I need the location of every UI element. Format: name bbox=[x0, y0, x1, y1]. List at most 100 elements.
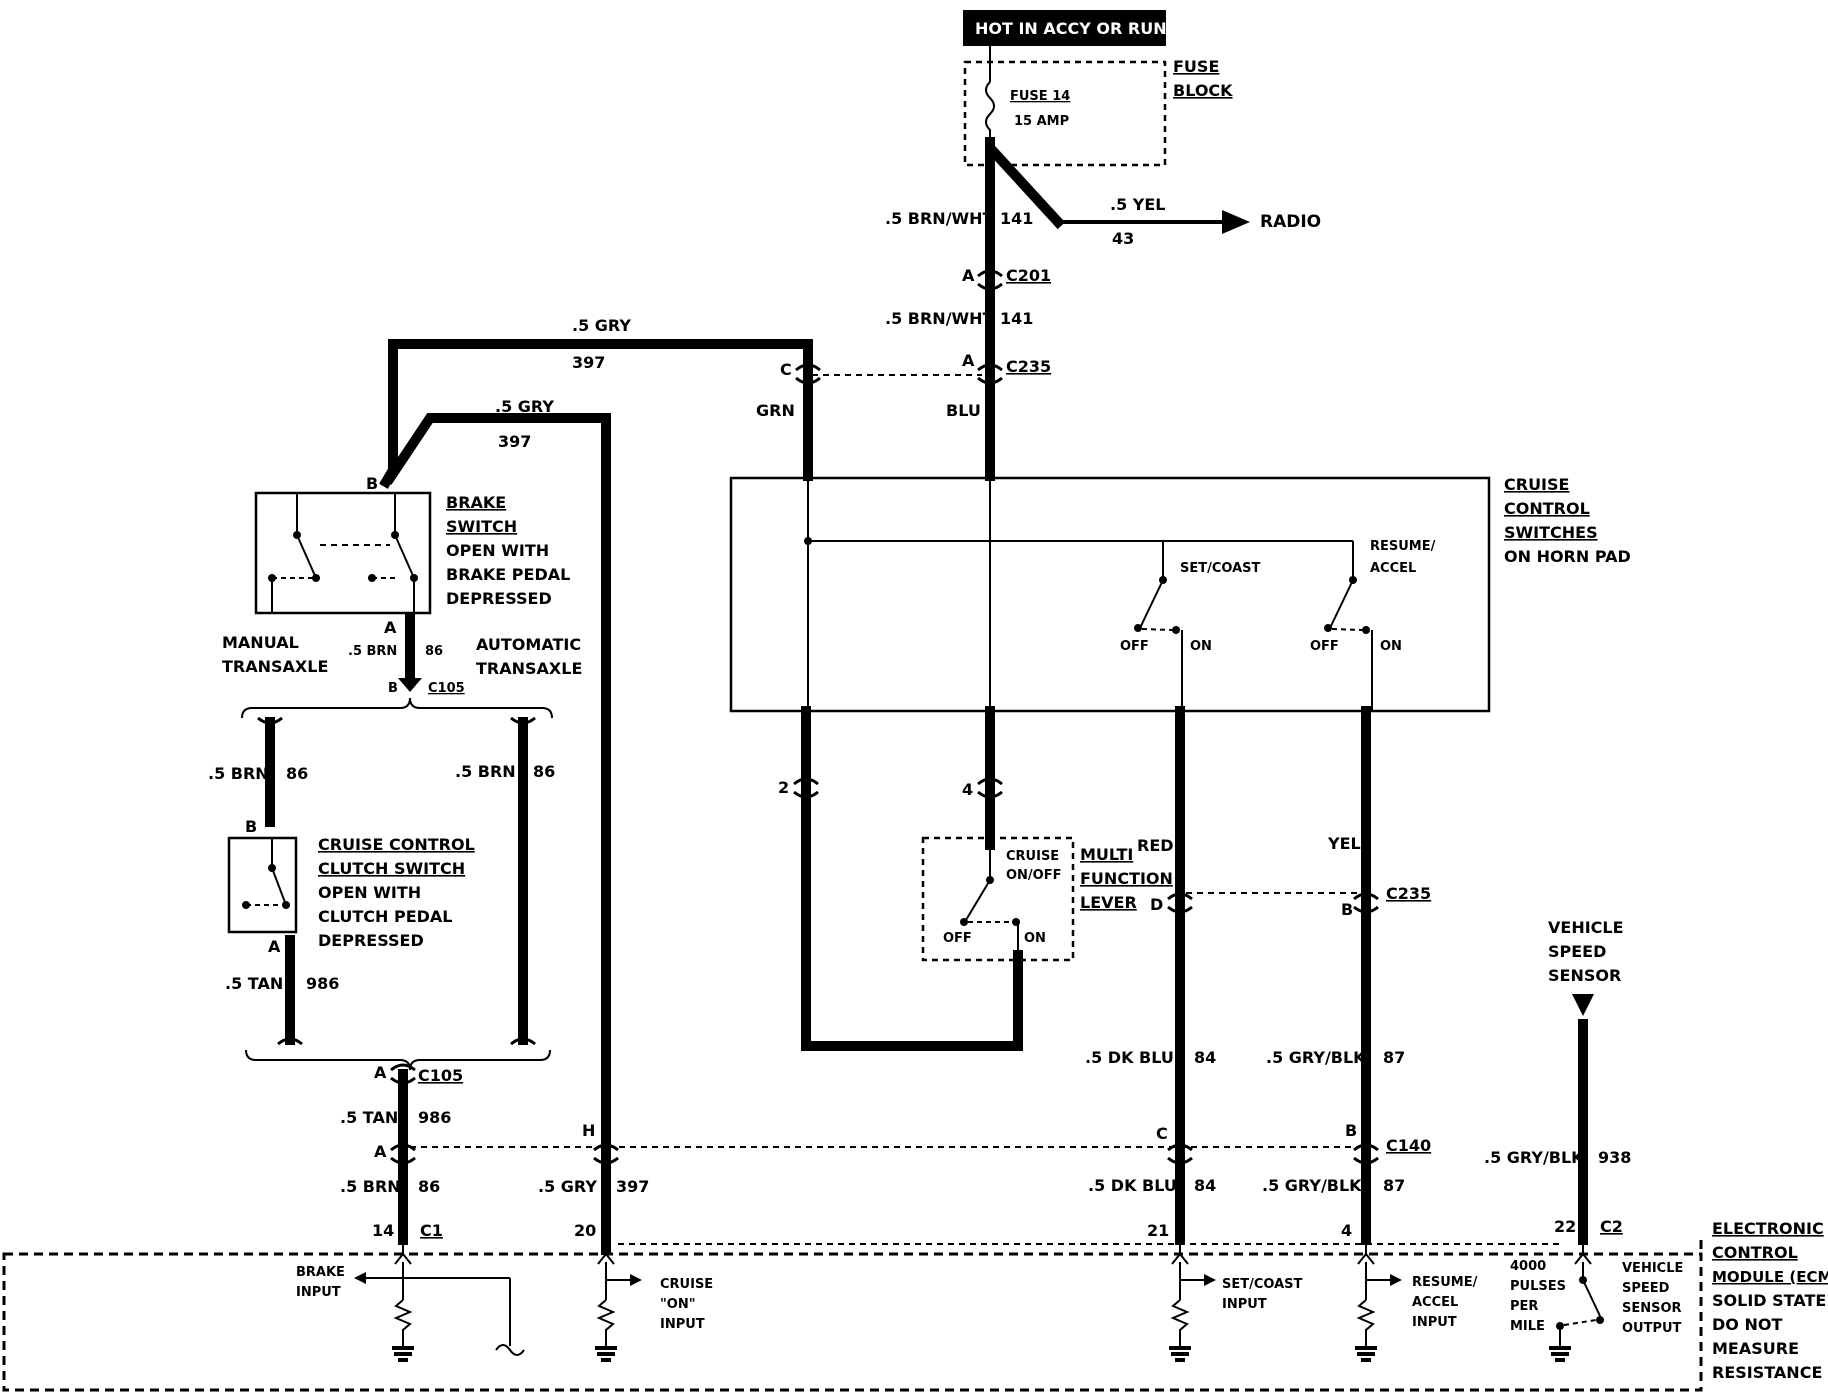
resume-input-1: RESUME/ bbox=[1412, 1275, 1478, 1290]
vss-wire-circuit: 938 bbox=[1598, 1148, 1631, 1167]
fuse-name: FUSE 14 bbox=[1010, 89, 1070, 104]
c1-pin-a: A bbox=[374, 1142, 387, 1161]
cruise-sw-title-1: CRUISE bbox=[1504, 475, 1569, 494]
ecm-title-3: MODULE (ECM) bbox=[1712, 1268, 1828, 1286]
radio-wire-color: .5 YEL bbox=[1110, 195, 1166, 214]
pulses-3: PER bbox=[1510, 1299, 1538, 1314]
lower-bracket bbox=[245, 1049, 551, 1071]
c105-label-top: C105 bbox=[428, 681, 465, 696]
c105-pin-b: B bbox=[388, 681, 398, 696]
pulses-4: MILE bbox=[1510, 1319, 1545, 1334]
clutch-right-circuit: 86 bbox=[533, 762, 555, 781]
vss-output-3: SENSOR bbox=[1622, 1301, 1682, 1316]
cruise-switches-box bbox=[729, 476, 1491, 713]
cruise-input-3: INPUT bbox=[660, 1317, 705, 1332]
ecm-internal-circuits bbox=[354, 1240, 1604, 1362]
gryblk2-color: .5 GRY/BLK bbox=[1262, 1176, 1362, 1195]
vss-arrow bbox=[1572, 994, 1594, 1016]
clutch-switch bbox=[227, 836, 298, 934]
power-header: HOT IN ACCY OR RUN bbox=[963, 10, 1167, 46]
lower-tan-color: .5 TAN bbox=[340, 1108, 398, 1127]
dkblu-circuit: 84 bbox=[1194, 1048, 1216, 1067]
fuse-symbol bbox=[985, 81, 995, 140]
cruise-sw-title-4: ON HORN PAD bbox=[1504, 547, 1631, 566]
vss-title-2: SPEED bbox=[1548, 942, 1606, 961]
mf-pin-d: D bbox=[1150, 895, 1163, 914]
ecm-title-5: DO NOT bbox=[1712, 1315, 1782, 1334]
pulses-1: 4000 bbox=[1510, 1259, 1546, 1274]
ecm-title-7: RESISTANCE bbox=[1712, 1363, 1822, 1382]
mf-cruise-1: CRUISE bbox=[1006, 849, 1059, 864]
set-input-1: SET/COAST bbox=[1222, 1277, 1303, 1292]
vss-title-3: SENSOR bbox=[1548, 966, 1621, 985]
radio-label: RADIO bbox=[1260, 212, 1321, 232]
radio-circuit: 43 bbox=[1112, 229, 1134, 248]
pin-h: H bbox=[582, 1121, 595, 1140]
mf-c235: C235 bbox=[1386, 884, 1431, 903]
set-coast-label: SET/COAST bbox=[1180, 561, 1261, 576]
ecm-title-2: CONTROL bbox=[1712, 1243, 1798, 1262]
off-label-2: OFF bbox=[1310, 639, 1339, 654]
red-label: RED bbox=[1137, 836, 1174, 855]
resume-label-1: RESUME/ bbox=[1370, 539, 1436, 554]
feed-wire1-color: .5 BRN/WHT bbox=[885, 209, 994, 228]
clutch-pin-b: B bbox=[245, 817, 257, 836]
gry-top-circuit: 397 bbox=[572, 353, 605, 372]
vss-pin: 22 bbox=[1554, 1217, 1576, 1236]
gryblk-circuit: 87 bbox=[1383, 1048, 1405, 1067]
lower-gry-circuit: 397 bbox=[616, 1177, 649, 1196]
mf-title-1: MULTI bbox=[1080, 845, 1133, 864]
lower-c105-pin: A bbox=[374, 1063, 387, 1082]
dkblu2-color: .5 DK BLU bbox=[1088, 1176, 1177, 1195]
fuse-block-label-2: BLOCK bbox=[1173, 81, 1233, 100]
vss-output-2: SPEED bbox=[1622, 1281, 1670, 1296]
connector-glyphs bbox=[257, 269, 1379, 1165]
lower-gry-color: .5 GRY bbox=[538, 1177, 597, 1196]
clutch-desc-1: OPEN WITH bbox=[318, 883, 421, 902]
brake-desc-1: OPEN WITH bbox=[446, 541, 549, 560]
brake-input-1: BRAKE bbox=[296, 1265, 345, 1280]
clutch-title-1: CRUISE CONTROL bbox=[318, 835, 475, 854]
mf-pin-b: B bbox=[1341, 900, 1353, 919]
resume-input-2: ACCEL bbox=[1412, 1295, 1458, 1310]
clutch-tan-circuit: 986 bbox=[306, 974, 339, 993]
lower-c105-label: C105 bbox=[418, 1066, 463, 1085]
clutch-pin-a: A bbox=[268, 937, 281, 956]
c201-pin: A bbox=[962, 266, 975, 285]
fuse-block: FUSE BLOCK FUSE 14 15 AMP bbox=[963, 46, 1233, 167]
mf-title-2: FUNCTION bbox=[1080, 869, 1173, 888]
brake-title-2: SWITCH bbox=[446, 517, 517, 536]
gry-top-color: .5 GRY bbox=[572, 316, 631, 335]
dkblu-color: .5 DK BLU bbox=[1085, 1048, 1174, 1067]
transaxle-auto-2: TRANSAXLE bbox=[476, 659, 582, 678]
resume-input-3: INPUT bbox=[1412, 1315, 1457, 1330]
ecm-c1: C1 bbox=[420, 1221, 443, 1240]
brake-pin-b: B bbox=[366, 474, 378, 493]
brake-title-1: BRAKE bbox=[446, 493, 506, 512]
feed-wire1-circuit: 141 bbox=[1000, 209, 1033, 228]
radio-wire-diag bbox=[984, 142, 1066, 230]
mf-title-3: LEVER bbox=[1080, 893, 1137, 912]
transaxle-auto-1: AUTOMATIC bbox=[476, 635, 581, 654]
gry-wire-mid bbox=[383, 413, 611, 1255]
clutch-left-color: .5 BRN bbox=[208, 764, 269, 783]
vss-output-1: VEHICLE bbox=[1622, 1261, 1683, 1276]
transaxle-manual-2: TRANSAXLE bbox=[222, 657, 328, 676]
c140-pin-c: C bbox=[1156, 1124, 1168, 1143]
vss-title-1: VEHICLE bbox=[1548, 918, 1624, 937]
mf-off: OFF bbox=[943, 931, 972, 946]
c235-label: C235 bbox=[1006, 357, 1051, 376]
dkblu2-circuit: 84 bbox=[1194, 1176, 1216, 1195]
radio-arrow bbox=[1222, 210, 1250, 234]
lower-brn-circuit: 86 bbox=[418, 1177, 440, 1196]
clutch-desc-2: CLUTCH PEDAL bbox=[318, 907, 453, 926]
ecm-pin-21: 21 bbox=[1147, 1221, 1169, 1240]
cruise-input-1: CRUISE bbox=[660, 1277, 713, 1292]
mf-cruise-2: ON/OFF bbox=[1006, 868, 1062, 883]
vss-output-4: OUTPUT bbox=[1622, 1321, 1682, 1336]
gryblk-color: .5 GRY/BLK bbox=[1266, 1048, 1366, 1067]
vss-wire-color: .5 GRY/BLK bbox=[1484, 1148, 1584, 1167]
upper-bracket bbox=[241, 697, 553, 719]
pulses-2: PULSES bbox=[1510, 1279, 1566, 1294]
on-label-1: ON bbox=[1190, 639, 1212, 654]
